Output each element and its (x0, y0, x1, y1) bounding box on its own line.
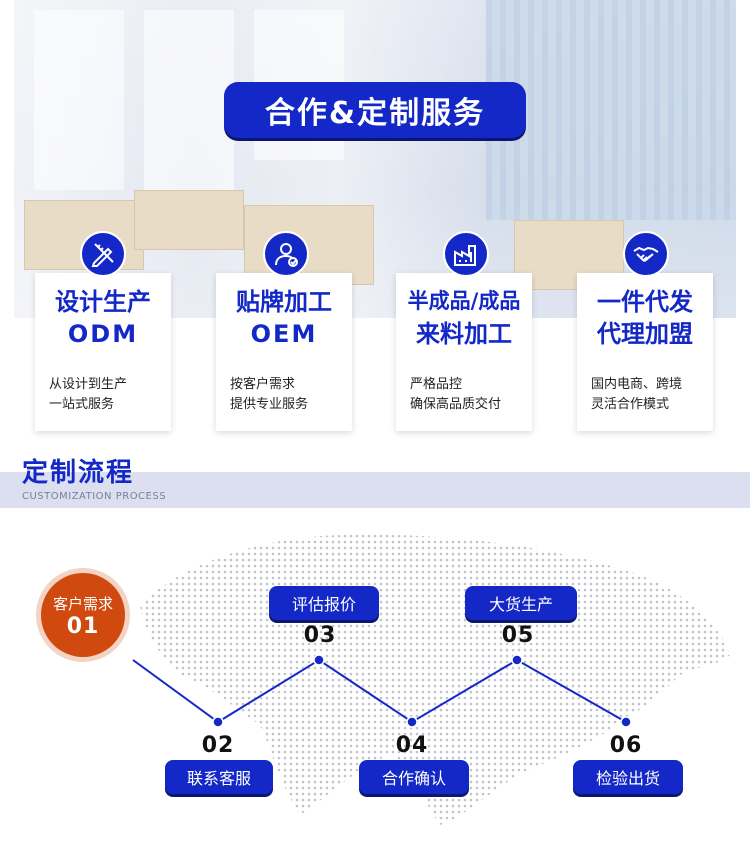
service-card-dropship[interactable]: 一件代发 代理加盟 国内电商、跨境 灵活合作模式 (577, 273, 713, 431)
card-desc-line1: 严格品控 (410, 377, 463, 392)
card-description: 按客户需求 提供专业服务 (230, 375, 346, 415)
card-title-line2: OEM (250, 320, 318, 348)
service-card-processing[interactable]: 半成品/成品 来料加工 严格品控 确保高品质交付 (396, 273, 532, 431)
step-02-button[interactable]: 联系客服 (165, 760, 273, 794)
card-desc-line1: 按客户需求 (230, 377, 296, 392)
section-header-band (0, 472, 750, 508)
step-05-button[interactable]: 大货生产 (465, 586, 577, 620)
step-label: 客户需求 (52, 595, 113, 613)
card-desc-line2: 一站式服务 (49, 397, 115, 412)
card-desc-line1: 从设计到生产 (49, 377, 128, 392)
section-title: 定制流程 (22, 458, 135, 488)
service-card-oem[interactable]: 贴牌加工 OEM 按客户需求 提供专业服务 (216, 273, 352, 431)
step-04-number: 04 (395, 733, 429, 758)
card-title-line1: 贴牌加工 (236, 288, 332, 316)
card-title-line1: 一件代发 (597, 288, 693, 316)
service-card-odm[interactable]: 设计生产 ODM 从设计到生产 一站式服务 (35, 273, 171, 431)
card-title-line1: 半成品/成品 (407, 289, 521, 313)
card-description: 国内电商、跨境 灵活合作模式 (591, 375, 707, 415)
hero-banner: 合作&定制服务 设计生产 ODM 从设计到生产 一站式服务 贴牌加工 OEM 按… (14, 0, 736, 431)
card-desc-line2: 灵活合作模式 (591, 397, 670, 412)
card-description: 严格品控 确保高品质交付 (410, 375, 526, 415)
step-03-button[interactable]: 评估报价 (269, 586, 379, 620)
step-number: 01 (66, 614, 100, 639)
card-desc-line2: 提供专业服务 (230, 397, 309, 412)
section-subtitle: CUSTOMIZATION PROCESS (22, 491, 167, 502)
handshake-icon (623, 231, 669, 277)
card-description: 从设计到生产 一站式服务 (49, 375, 165, 415)
card-title-line2: 代理加盟 (597, 320, 693, 348)
step-03-number: 03 (303, 623, 337, 648)
banner-title: 合作&定制服务 (224, 82, 526, 138)
card-title-line1: 设计生产 (55, 288, 151, 316)
step-06-button[interactable]: 检验出货 (573, 760, 683, 794)
card-title-line2: ODM (67, 320, 139, 348)
user-check-icon (263, 231, 309, 277)
card-desc-line1: 国内电商、跨境 (591, 377, 683, 392)
step-04-button[interactable]: 合作确认 (359, 760, 469, 794)
pencil-ruler-icon (80, 231, 126, 277)
step-05-number: 05 (501, 623, 535, 648)
step-06-number: 06 (609, 733, 643, 758)
card-desc-line2: 确保高品质交付 (410, 397, 502, 412)
step-01-circle[interactable]: 客户需求 01 (41, 573, 125, 657)
card-title-line2: 来料加工 (416, 320, 512, 348)
factory-icon (443, 231, 489, 277)
step-02-number: 02 (201, 733, 235, 758)
